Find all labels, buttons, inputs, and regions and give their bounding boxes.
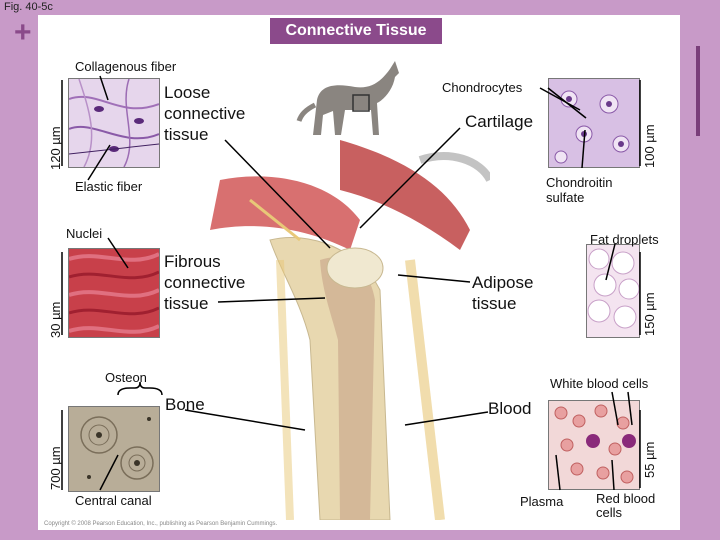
cartilage-title: Cartilage [465,112,534,131]
bone-micrograph [68,406,160,492]
cartilage-cells [554,90,630,164]
plus-icon: + [14,16,32,49]
bone-title: Bone [165,395,205,414]
rbc-line2: cells [596,505,623,520]
chondroitin-sulfate-label: Chondroitin sulfate [546,175,613,205]
fibrous-connective-micrograph [68,248,160,338]
loose-title-line2: connective [164,104,246,123]
loose-title-line1: Loose [164,83,211,102]
copyright-notice: Copyright © 2008 Pearson Education, Inc.… [44,521,278,527]
blood-micrograph [548,400,640,490]
fibrous-tissue-title: Fibrous connective tissue [164,251,245,314]
scale-label-loose: 120 µm [48,126,63,170]
cartilage-micrograph [548,78,640,168]
loose-connective-micrograph [68,78,160,168]
scale-label-cartilage: 100 µm [642,124,657,168]
adipose-tissue-title: Adipose tissue [472,272,533,314]
osteon-label: Osteon [105,370,147,385]
red-blood-cells-label: Red blood cells [596,492,655,520]
collagenous-fiber-label: Collagenous fiber [75,59,177,74]
fibrous-tissue-bands [69,252,159,334]
adipose-cells [587,248,639,329]
rbc-line1: Red blood [596,491,656,506]
leg-drawing [210,140,490,520]
right-accent-bar [696,46,700,136]
blood-title: Blood [488,399,532,418]
adipose-title-line2: tissue [472,294,517,313]
chondroitin-line2: sulfate [546,190,585,205]
wolf-drawing [296,61,399,135]
scale-label-adipose: 150 µm [642,292,657,336]
slide-title: Connective Tissue [270,18,442,44]
fat-droplets-label: Fat droplets [590,232,659,247]
scale-label-bone: 700 µm [48,446,63,490]
nuclei-label: Nuclei [66,226,103,241]
leg-anatomy-illustration [210,140,490,520]
blood-cells [554,404,636,484]
adipose-title-line1: Adipose [472,273,534,292]
adipose-micrograph [586,244,640,338]
right-margin [680,15,720,540]
chondrocytes-label: Chondrocytes [442,80,523,95]
loose-tissue-title: Loose connective tissue [164,82,245,145]
loose-tissue-fibers [69,79,159,167]
osteon-bracket [117,381,163,396]
scale-label-blood: 55 µm [642,441,657,478]
white-blood-cells-label: White blood cells [550,376,649,391]
central-canal-label: Central canal [75,493,152,508]
scale-label-fibrous: 30 µm [48,301,63,338]
fibrous-title-line3: tissue [164,294,209,313]
fibrous-title-line1: Fibrous [164,252,221,271]
bone-osteons [80,416,154,480]
elastic-fiber-label: Elastic fiber [75,179,143,194]
loose-title-line3: tissue [164,125,209,144]
plasma-label: Plasma [520,494,564,509]
figure-label: Fig. 40-5c [4,1,53,13]
fibrous-title-line2: connective [164,273,246,292]
wolf-illustration [295,55,415,145]
chondroitin-line1: Chondroitin [546,175,613,190]
